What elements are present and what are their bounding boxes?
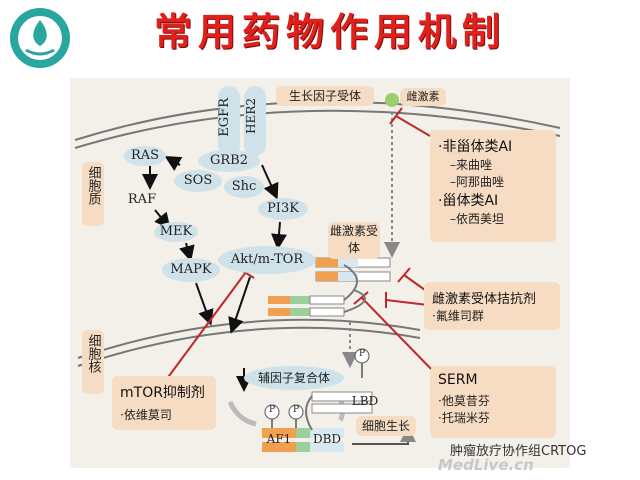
serm-title: SERM: [438, 372, 478, 388]
cell-growth-label: 细胞生长: [356, 416, 416, 436]
serm-tamoxifen: ·他莫昔芬: [438, 394, 490, 408]
node-mapk: MAPK: [162, 258, 220, 282]
node-af1: AF1: [266, 432, 292, 446]
phosphate-1: P: [358, 349, 366, 359]
mtor-title: mTOR抑制剂: [120, 385, 205, 401]
hospital-logo: [8, 6, 72, 70]
mtor-everolimus: ·依维莫司: [120, 408, 172, 422]
page-title: 常用药物作用机制: [153, 9, 506, 54]
er-receptor-label: 雌激素受体: [328, 222, 380, 259]
node-raf: RAF: [127, 192, 157, 207]
ai-exemestane: –依西美坦: [450, 212, 505, 226]
node-dbd: DBD: [312, 432, 342, 446]
mtor-box: mTOR抑制剂 ·依维莫司: [112, 376, 216, 430]
antagonist-box: 雌激素受体拮抗剂 ·氟维司群: [424, 282, 560, 330]
egfr-shape: [218, 86, 240, 156]
node-ras: RAS: [124, 146, 166, 166]
cytoplasm-label: 细胞质: [82, 162, 104, 226]
phosphate-2: P: [268, 405, 276, 415]
node-akt-mtor: Akt/m-TOR: [218, 246, 316, 274]
ai-anastrozole: –阿那曲唑: [450, 175, 505, 189]
phosphate-3: P: [292, 405, 300, 415]
receptor-label: 生长因子受体: [276, 86, 374, 106]
node-sos: SOS: [174, 170, 222, 192]
estrogen-label: 雌激素: [400, 88, 446, 106]
ai-letrozole: –来曲唑: [450, 158, 493, 172]
nuclear-receptor-bars: [262, 391, 373, 452]
watermark-text: 肿瘤放疗协作组CRTOG: [450, 444, 587, 459]
node-mek: MEK: [154, 222, 198, 242]
estrogen-molecule: [385, 93, 399, 107]
node-shc: Shc: [224, 176, 264, 198]
nucleus-label: 细胞核: [82, 330, 104, 394]
antagonist-fulvestrant: ·氟维司群: [432, 309, 484, 323]
watermark-logo: MedLive.cn: [438, 456, 534, 474]
ai-steroidal-title: ·甾体类AI: [438, 193, 499, 209]
node-coactivator: 辅因子复合体: [244, 366, 344, 390]
her2-label: HER2: [244, 98, 258, 134]
ai-box: ·非甾体类AI –来曲唑 –阿那曲唑 ·甾体类AI –依西美坦: [430, 130, 556, 242]
egfr-label: EGFR: [217, 98, 232, 137]
serm-box: SERM ·他莫昔芬 ·托瑞米芬: [430, 366, 556, 438]
serm-toremifene: ·托瑞米芬: [438, 411, 490, 425]
node-lbd: LBD: [351, 394, 379, 408]
ai-nonsteroidal-title: ·非甾体类AI: [438, 139, 513, 155]
nuclear-membrane: [77, 318, 421, 359]
node-pi3k: PI3K: [258, 198, 308, 220]
node-grb2: GRB2: [198, 150, 260, 172]
antagonist-title: 雌激素受体拮抗剂: [432, 292, 537, 307]
her2-shape: [244, 86, 266, 156]
er-receptor-bars: [268, 257, 391, 317]
